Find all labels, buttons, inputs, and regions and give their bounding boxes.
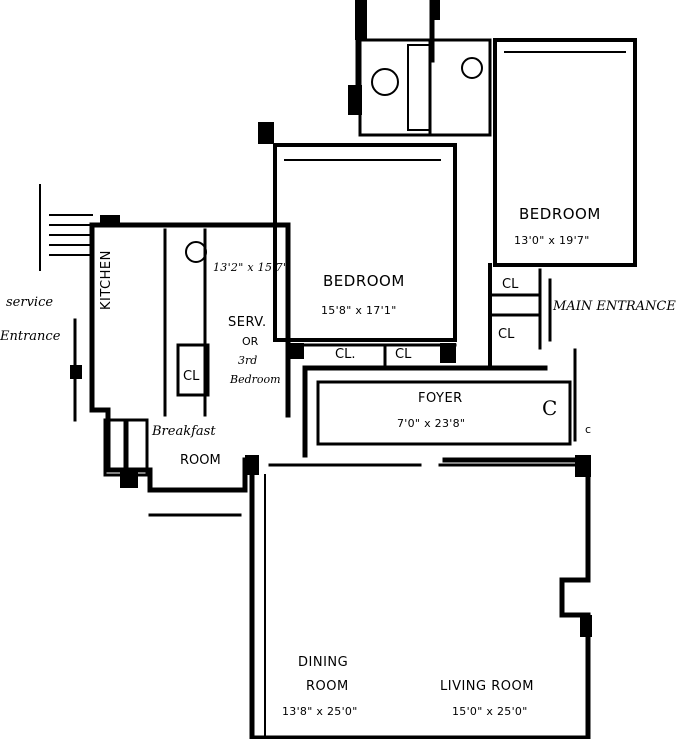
fixture-circle <box>461 57 483 79</box>
right-bedroom-dims: 13'0" x 19'7" <box>514 234 590 247</box>
service-entrance-line2: Entrance <box>0 329 61 344</box>
pier <box>288 343 304 359</box>
living-dining-outline <box>249 457 591 739</box>
walls <box>39 0 637 739</box>
hall-closet-upper-label: CL <box>502 277 519 292</box>
kitchen-outline <box>89 222 248 493</box>
foyer-name: FOYER <box>418 391 463 406</box>
wall-piers <box>70 0 592 637</box>
foyer-c-mark: C <box>542 396 558 420</box>
serv-line3: 3rd <box>238 354 258 367</box>
fixture-circle <box>371 68 399 96</box>
serv-closet <box>176 343 210 397</box>
breakfast-line2: ROOM <box>180 453 221 468</box>
center-bedroom-dims: 15'8" x 17'1" <box>321 304 397 317</box>
center-bedroom-box <box>273 143 457 342</box>
serv-dims: 13'2" x 15'7" <box>213 261 289 274</box>
pier <box>245 455 259 475</box>
dining-line1: DINING <box>298 655 349 670</box>
pier <box>100 215 120 227</box>
pier <box>258 122 274 144</box>
breakfast-line1: Breakfast <box>152 424 216 439</box>
serv-line2: OR <box>242 335 259 348</box>
closet-mid-label: CL <box>395 347 412 362</box>
pier <box>348 85 362 115</box>
fixtures <box>185 44 483 263</box>
serv-line1: SERV. <box>228 315 267 330</box>
hall-closet-lower-label: CL <box>498 327 515 342</box>
living-name: LIVING ROOM <box>440 679 534 694</box>
foyer-c-small-mark: c <box>585 423 592 436</box>
serv-closet-label: CL <box>183 369 200 384</box>
right-bedroom-box <box>493 38 637 267</box>
pier <box>430 0 440 20</box>
center-bedroom-name: BEDROOM <box>323 272 405 290</box>
pier <box>120 472 138 488</box>
serv-line4: Bedroom <box>230 373 281 386</box>
fixture-tub <box>407 44 431 131</box>
closet-left-label: CL. <box>335 347 356 362</box>
living-dims: 15'0" x 25'0" <box>452 705 528 718</box>
pier <box>355 0 367 40</box>
dining-line2: ROOM <box>306 679 349 694</box>
dining-dims: 13'8" x 25'0" <box>282 705 358 718</box>
bath-block <box>358 38 492 137</box>
pier <box>575 455 591 477</box>
fixture-circle <box>185 241 207 263</box>
foyer-box <box>316 380 572 446</box>
service-entrance-line1: service <box>6 295 54 310</box>
kitchen-label: KITCHEN <box>99 250 114 310</box>
pier <box>440 343 456 363</box>
foyer-dims: 7'0" x 23'8" <box>397 417 466 430</box>
right-bedroom-name: BEDROOM <box>519 205 601 223</box>
breakfast-table-left <box>103 418 129 477</box>
main-entrance-label: MAIN ENTRANCE <box>553 299 676 314</box>
pier <box>580 615 592 637</box>
pier <box>70 365 82 379</box>
